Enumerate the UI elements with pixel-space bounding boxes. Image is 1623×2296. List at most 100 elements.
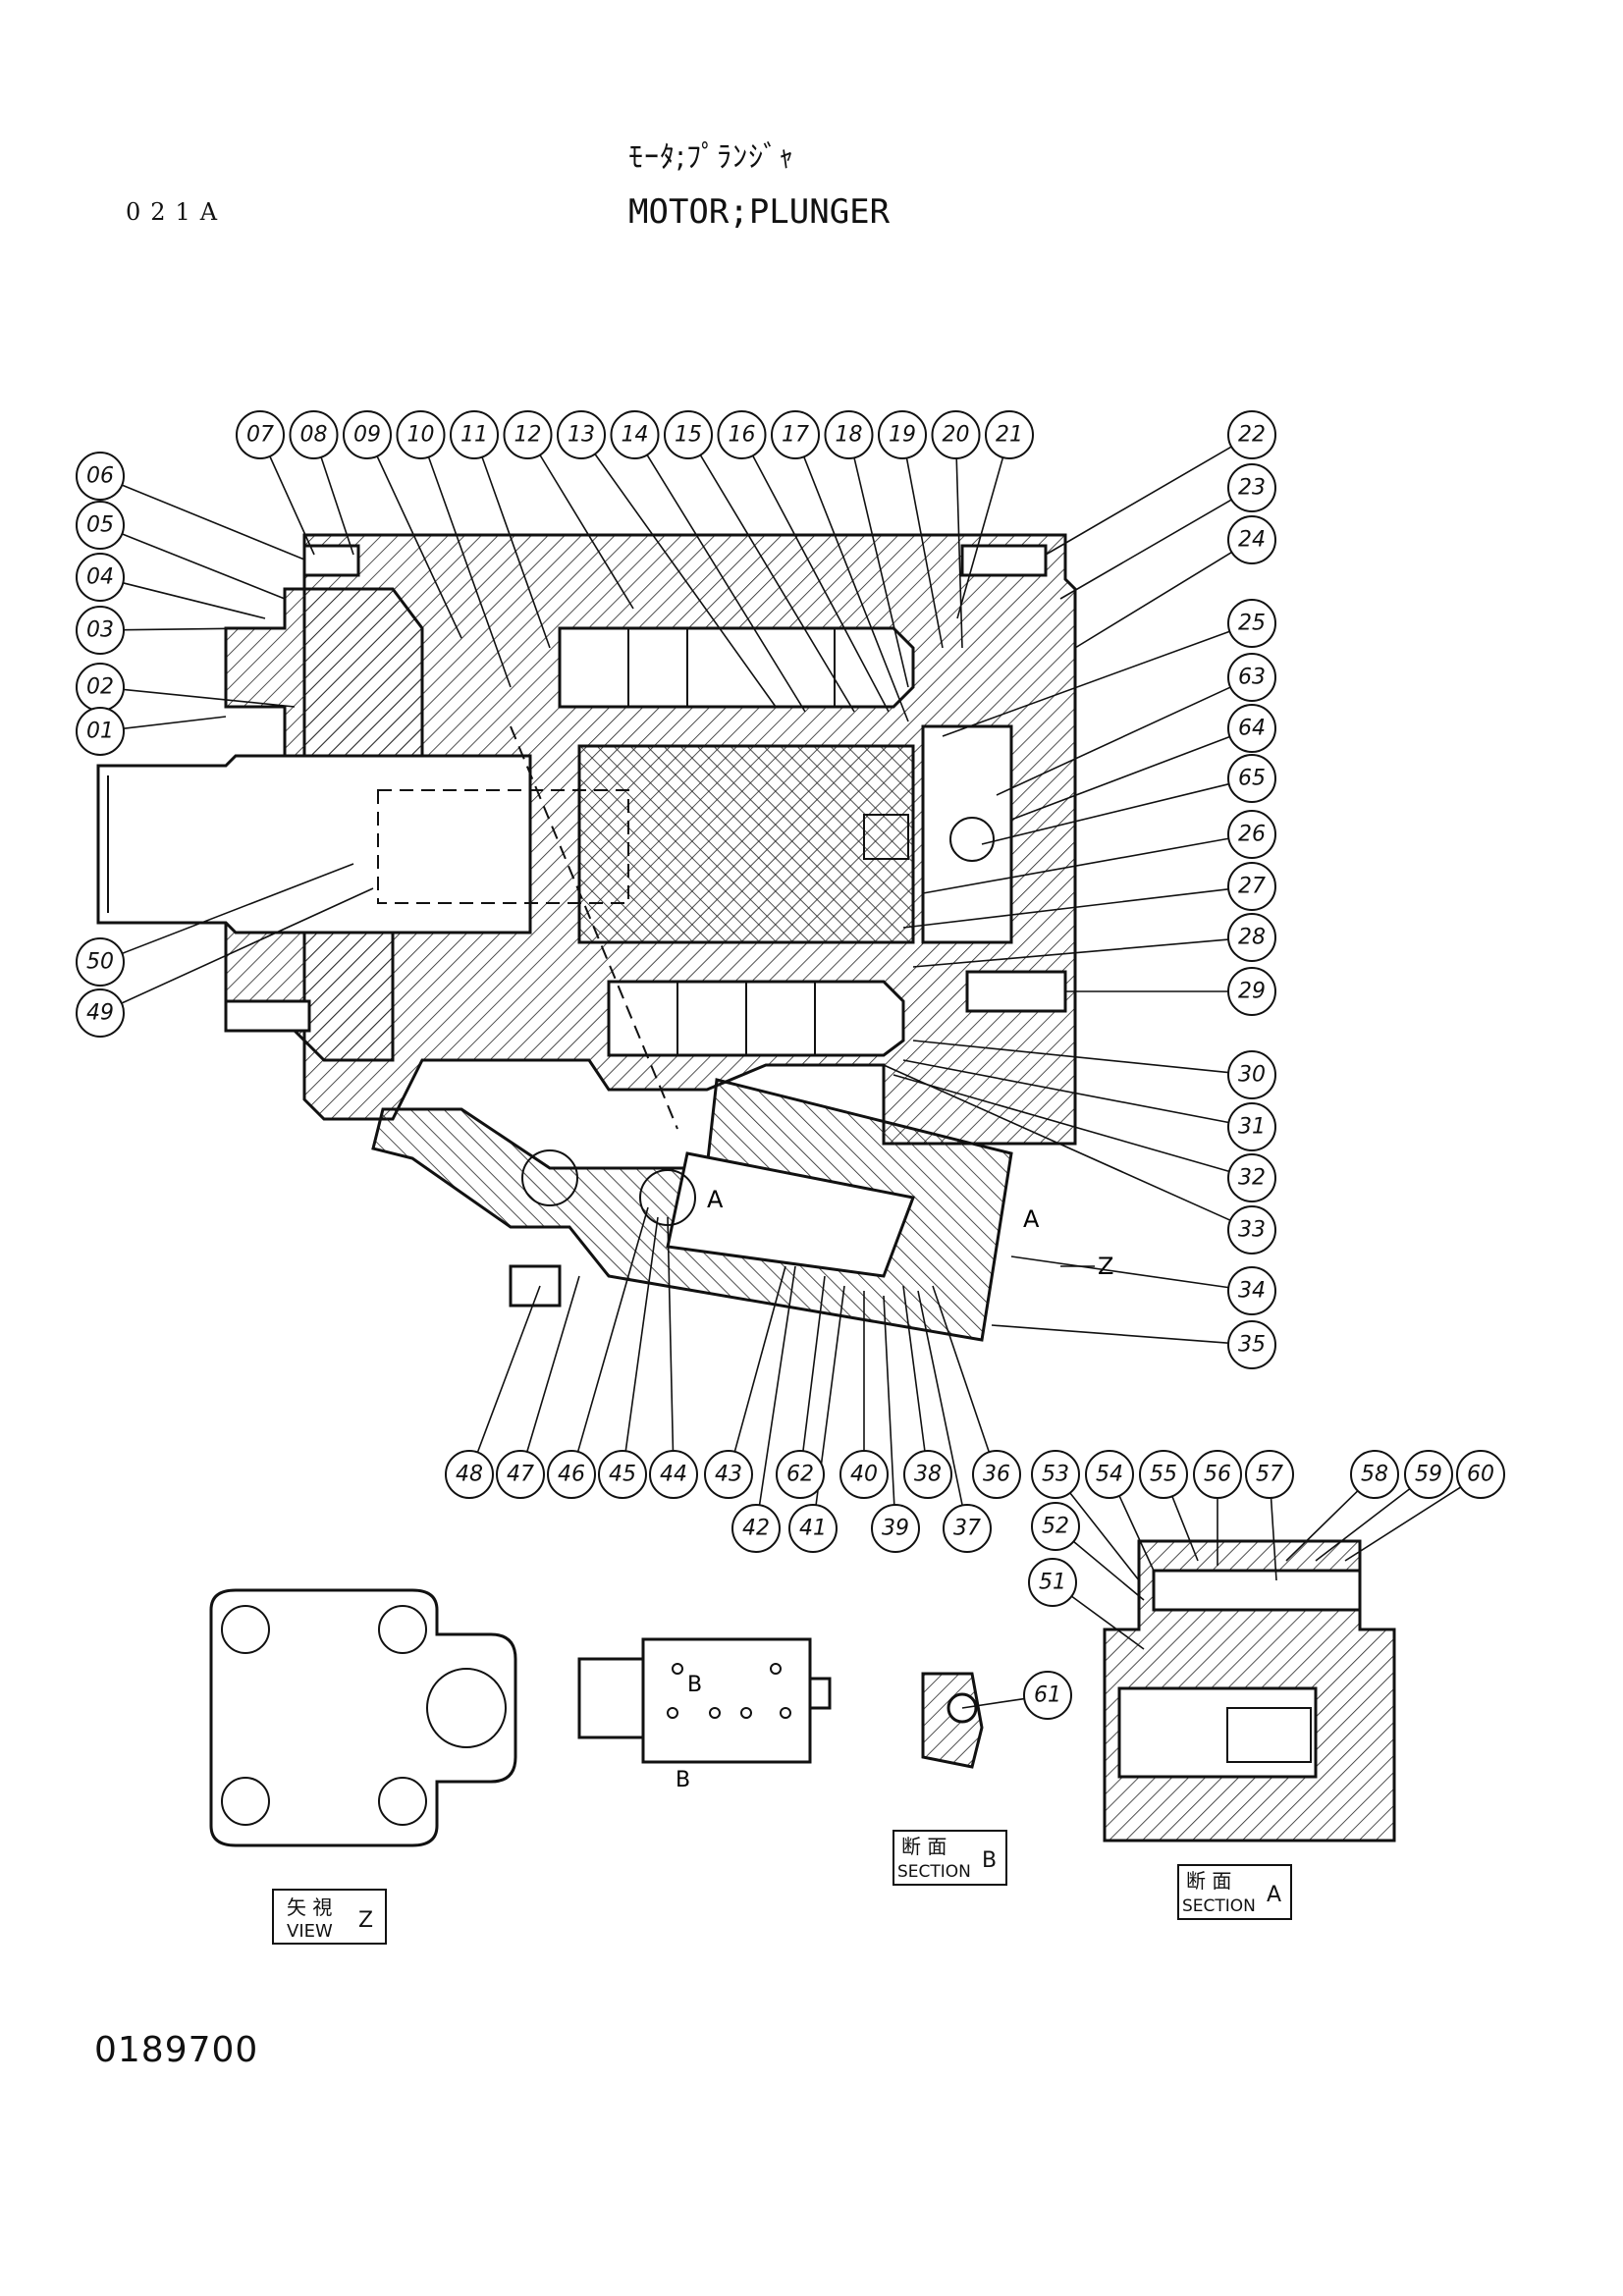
callout-circle xyxy=(1227,754,1276,803)
callout-05: 05 xyxy=(76,501,125,550)
document-number: 0189700 xyxy=(94,2030,259,2070)
leader-line-18 xyxy=(853,457,909,688)
callout-35: 35 xyxy=(1227,1320,1276,1369)
section-a-label: 断 面 SECTION A xyxy=(1177,1864,1292,1920)
callout-circle xyxy=(610,410,660,459)
title-english: MOTOR;PLUNGER xyxy=(628,192,891,232)
callout-number: 60 xyxy=(1467,1463,1494,1487)
leader-line-48 xyxy=(476,1285,541,1453)
callout-30: 30 xyxy=(1227,1050,1276,1099)
callout-circle xyxy=(1456,1450,1505,1499)
callout-circle xyxy=(236,410,285,459)
callout-number: 27 xyxy=(1238,875,1266,899)
callout-circle xyxy=(1404,1450,1453,1499)
callout-number: 25 xyxy=(1238,612,1266,636)
callout-40: 40 xyxy=(839,1450,889,1499)
callout-number: 07 xyxy=(246,423,274,448)
callout-number: 12 xyxy=(514,423,542,448)
arrow-a-left-label: A xyxy=(707,1186,724,1213)
callout-number: 32 xyxy=(1238,1166,1266,1191)
callout-45: 45 xyxy=(598,1450,647,1499)
leader-line-60 xyxy=(1344,1486,1462,1562)
leader-line-03 xyxy=(123,627,256,631)
callout-15: 15 xyxy=(664,410,713,459)
callout-circle xyxy=(76,553,125,602)
leader-line-53 xyxy=(1069,1492,1140,1581)
callout-number: 37 xyxy=(953,1517,981,1541)
callout-circle xyxy=(878,410,927,459)
callout-circle xyxy=(788,1504,838,1553)
callout-number: 43 xyxy=(715,1463,742,1487)
leader-line-05 xyxy=(121,533,286,600)
callout-34: 34 xyxy=(1227,1266,1276,1315)
leader-line-15 xyxy=(699,454,855,713)
callout-circle xyxy=(1227,1266,1276,1315)
callout-12: 12 xyxy=(503,410,553,459)
callout-number: 45 xyxy=(609,1463,636,1487)
callout-55: 55 xyxy=(1139,1450,1188,1499)
title-japanese: ﾓｰﾀ;ﾌﾟﾗﾝｼﾞｬ xyxy=(628,140,795,175)
leader-line-58 xyxy=(1285,1490,1359,1562)
callout-41: 41 xyxy=(788,1504,838,1553)
callout-circle xyxy=(771,410,820,459)
leader-line-36 xyxy=(932,1285,991,1453)
callout-circle xyxy=(903,1450,952,1499)
view-z-label: 矢 視 VIEW Z xyxy=(272,1889,387,1945)
callout-circle xyxy=(649,1450,698,1499)
callout-31: 31 xyxy=(1227,1102,1276,1151)
leader-line-32 xyxy=(893,1074,1230,1173)
callout-03: 03 xyxy=(76,606,125,655)
leader-line-57 xyxy=(1270,1497,1277,1581)
callout-number: 56 xyxy=(1204,1463,1231,1487)
callout-number: 28 xyxy=(1238,926,1266,950)
callout-number: 52 xyxy=(1042,1515,1069,1539)
section-a-drawing xyxy=(1103,1539,1396,1842)
callout-circle xyxy=(1227,1205,1276,1255)
callout-number: 61 xyxy=(1034,1683,1061,1708)
leader-line-33 xyxy=(883,1064,1231,1221)
callout-37: 37 xyxy=(943,1504,992,1553)
callout-17: 17 xyxy=(771,410,820,459)
callout-38: 38 xyxy=(903,1450,952,1499)
callout-circle xyxy=(1031,1450,1080,1499)
callout-06: 06 xyxy=(76,452,125,501)
callout-number: 62 xyxy=(786,1463,814,1487)
callout-circle xyxy=(1227,653,1276,702)
callout-number: 17 xyxy=(782,423,809,448)
leader-line-51 xyxy=(1070,1595,1145,1650)
leader-line-14 xyxy=(646,454,806,713)
callout-number: 47 xyxy=(507,1463,534,1487)
leader-line-35 xyxy=(991,1324,1229,1344)
callout-number: 24 xyxy=(1238,528,1266,553)
callout-circle xyxy=(503,410,553,459)
callout-circle xyxy=(731,1504,781,1553)
callout-61: 61 xyxy=(1023,1671,1072,1720)
callout-60: 60 xyxy=(1456,1450,1505,1499)
callout-circle xyxy=(1227,1102,1276,1151)
leader-line-55 xyxy=(1171,1496,1199,1562)
callout-65: 65 xyxy=(1227,754,1276,803)
callout-07: 07 xyxy=(236,410,285,459)
callout-43: 43 xyxy=(704,1450,753,1499)
callout-02: 02 xyxy=(76,663,125,712)
callout-circle xyxy=(343,410,392,459)
callout-10: 10 xyxy=(396,410,446,459)
callout-16: 16 xyxy=(717,410,767,459)
callout-circle xyxy=(1227,1050,1276,1099)
callout-circle xyxy=(839,1450,889,1499)
callout-number: 10 xyxy=(407,423,435,448)
callout-53: 53 xyxy=(1031,1450,1080,1499)
callout-circle xyxy=(1227,410,1276,459)
leader-line-01 xyxy=(123,716,227,730)
callout-circle xyxy=(1227,704,1276,753)
callout-number: 40 xyxy=(850,1463,878,1487)
callout-36: 36 xyxy=(972,1450,1021,1499)
callout-number: 20 xyxy=(943,423,970,448)
callout-number: 18 xyxy=(836,423,863,448)
leader-line-45 xyxy=(624,1216,659,1452)
callout-39: 39 xyxy=(871,1504,920,1553)
leader-line-61 xyxy=(961,1697,1025,1709)
callout-58: 58 xyxy=(1350,1450,1399,1499)
